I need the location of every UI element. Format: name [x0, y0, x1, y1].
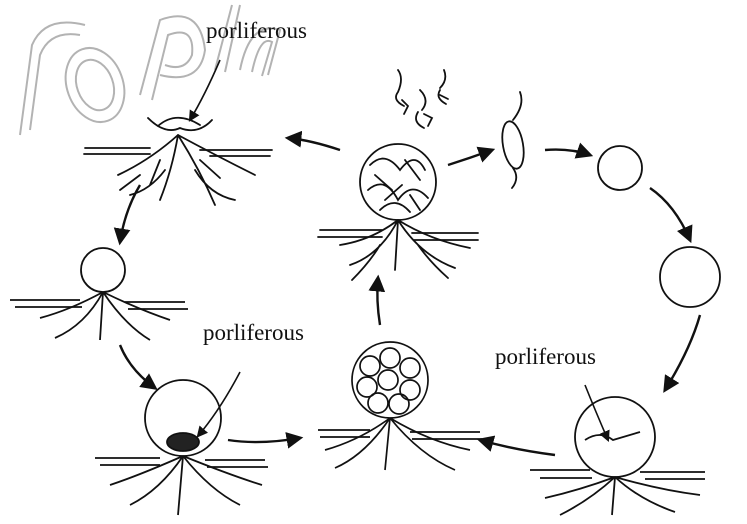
arrow-center-to-zoospore: [448, 150, 492, 165]
arrow-right-circle-to-right-bottom: [650, 188, 690, 240]
label-left: porliferous: [203, 321, 304, 344]
stage-left: [10, 248, 268, 515]
arrow-center-to-top-left: [288, 138, 340, 150]
arrow-bottom-left-to-center: [228, 438, 300, 442]
stage-center-top: [318, 70, 478, 280]
arrow-center-bottom-up: [377, 278, 380, 325]
arrow-zoospore-to-circle: [545, 150, 590, 155]
label-right: porliferous: [495, 345, 596, 368]
stage-center-bottom: [318, 342, 482, 470]
arrow-right-to-bottom-right: [665, 315, 700, 390]
arrow-left-to-bottom-left: [120, 345, 155, 388]
arrow-bottom-right-to-center: [480, 440, 555, 455]
stage-right: [530, 146, 720, 515]
stage-top-left: [84, 118, 272, 205]
pointer-top: [190, 60, 220, 120]
label-top: porliferous: [206, 19, 307, 42]
pointer-right: [585, 385, 608, 440]
label-pointers: [190, 60, 608, 440]
zoospore: [499, 92, 527, 188]
